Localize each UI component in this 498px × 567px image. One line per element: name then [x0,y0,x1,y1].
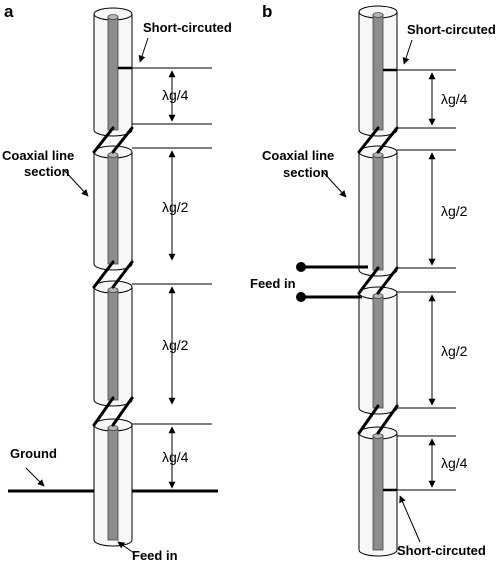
dim-b-3: λg/2 [441,343,468,359]
coaxial-label-a-line2: section [24,164,70,179]
short-circuited-label-b-bottom: Short-circuted [397,543,486,558]
cross-connectors-b [357,126,399,435]
dim-a-1: λg/4 [162,87,189,103]
dimension-labels-b: λg/4 λg/2 λg/2 λg/4 [441,91,468,471]
short-circuited-label-b-top: Short-circuted [407,22,496,37]
ground-label: Ground [10,446,57,461]
dimension-lines-a [132,67,212,492]
feed-in-label-b: Feed in [250,276,296,291]
short-circuited-arrow-b-bottom [399,495,421,543]
feed-in-arrow-a [117,541,135,554]
coax-section-b2 [358,145,398,277]
dim-b-2: λg/2 [441,203,468,219]
coaxial-label-a-line1: Coaxial line [2,148,74,163]
panel-b: b [250,2,496,558]
short-circuited-arrow-b-top [402,39,413,65]
coax-section-a3 [93,280,133,407]
panel-a-label: a [4,2,14,21]
coaxial-label-b-line2: section [283,165,329,180]
dim-b-4: λg/4 [441,455,468,471]
panel-a: a [2,2,232,563]
feed-in-leads-b [296,262,368,302]
coaxial-label-b-line1: Coaxial line [262,148,334,163]
coaxial-arrow-b [322,171,347,198]
dimension-lines-b [397,69,456,491]
coaxial-arrow-a [63,169,89,197]
cross-connectors-a [92,126,134,427]
coax-section-b1 [358,5,398,137]
short-circuited-arrow-a [138,37,149,63]
coax-section-a4 [93,418,133,547]
dim-a-2: λg/2 [162,199,189,215]
coax-section-b3 [358,286,398,415]
coax-section-b4 [358,426,398,557]
dim-a-4: λg/4 [162,449,189,465]
dimension-labels-a: λg/4 λg/2 λg/2 λg/4 [162,87,189,465]
panel-b-label: b [262,2,272,21]
dim-a-3: λg/2 [162,337,189,353]
feed-in-label-a: Feed in [132,548,178,563]
ground-arrow [25,467,45,487]
coax-section-a1 [93,7,133,137]
coax-section-a2 [93,145,133,271]
dim-b-1: λg/4 [441,91,468,107]
short-circuited-label-a: Short-circuted [143,20,232,35]
